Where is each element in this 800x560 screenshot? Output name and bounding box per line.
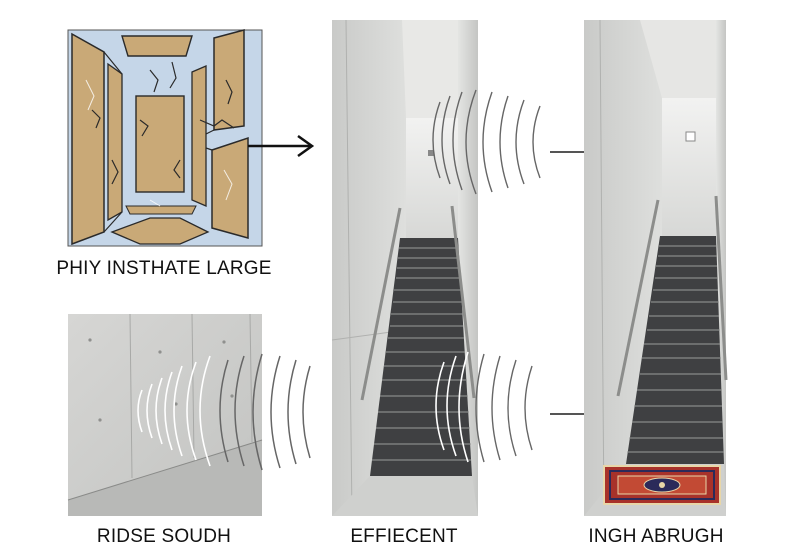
sound-wave-icon (219, 353, 311, 471)
right-arrow-icon (248, 134, 315, 158)
sound-wave-icon (432, 89, 541, 195)
caption-right: INGH ABRUGH (588, 526, 723, 547)
caption-middle: EFFIECENT (350, 526, 458, 547)
rug (603, 465, 721, 505)
caption-bottom-left: RIDSE SOUDH (97, 526, 231, 547)
staircase (332, 238, 478, 516)
sound-wave-icon (475, 353, 533, 463)
handrail (616, 195, 728, 397)
stairwell-image-right (584, 19, 728, 517)
handrail (360, 205, 476, 401)
sound-wave-icon (435, 351, 469, 463)
stairwell-image-middle (331, 19, 478, 517)
sound-wave-icon (137, 355, 211, 467)
caption-top-left: PHIY INSTHATE LARGE (56, 258, 271, 279)
cracked-corridor-image (67, 29, 263, 247)
